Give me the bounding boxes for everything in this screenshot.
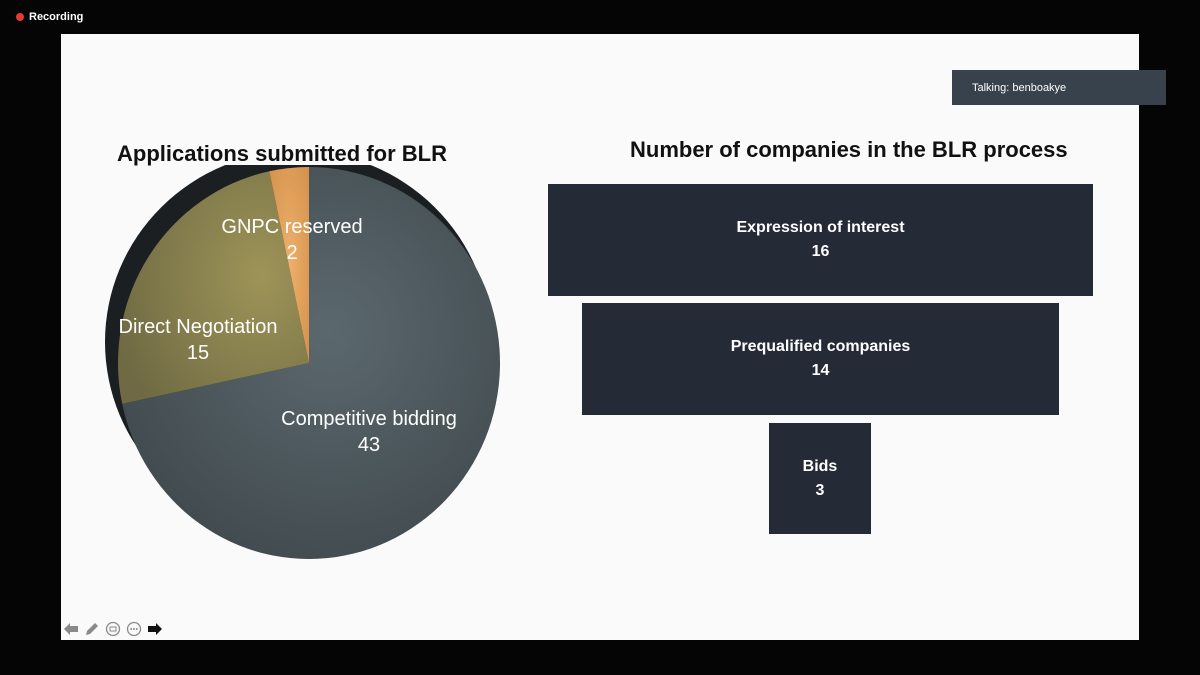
pie-slice [269, 167, 309, 363]
pie-slice-label-name: Direct Negotiation [118, 316, 278, 338]
slide-toolbar [62, 620, 164, 638]
pie-slice-label: GNPC reserved 2 [221, 214, 362, 266]
pie-slice-label-name: Competitive bidding [281, 408, 457, 430]
pie-slice-label-name: GNPC reserved [221, 216, 363, 238]
funnel-bar-value: 16 [811, 243, 830, 260]
recording-label: Recording [29, 11, 84, 23]
more-icon[interactable] [125, 620, 143, 638]
talking-indicator: Talking: benboakye [952, 70, 1166, 105]
pie-slice-label-value: 43 [357, 434, 381, 456]
funnel-bar-value: 3 [815, 481, 825, 499]
arrow-right-icon[interactable] [146, 620, 164, 638]
captions-icon[interactable] [104, 620, 122, 638]
recording-dot-icon [16, 13, 24, 21]
talking-label: Talking: benboakye [972, 81, 1067, 94]
arrow-left-icon[interactable] [62, 620, 80, 638]
funnel-bar-label: Expression of interest [736, 219, 905, 236]
recording-indicator: Recording [16, 11, 83, 23]
pie-chart [105, 165, 501, 559]
funnel-bar-label: Prequalified companies [730, 338, 911, 355]
pie-slice [122, 167, 501, 559]
pie-slice-label-value: 2 [286, 242, 298, 264]
funnel-bar: Bids 3 [769, 423, 871, 534]
funnel-bar: Expression of interest 16 [548, 184, 1093, 296]
funnel-chart-title: Number of companies in the BLR process [630, 137, 1068, 162]
pie-slice-label: Competitive bidding 43 [281, 406, 457, 458]
funnel-bar: Prequalified companies 14 [582, 303, 1059, 415]
pie-slice-label-value: 15 [186, 342, 210, 364]
pie-chart-title: Applications submitted for BLR [117, 141, 447, 166]
funnel-bar-value: 14 [811, 362, 830, 379]
pie-slice [118, 171, 310, 404]
pen-icon[interactable] [83, 620, 101, 638]
pie-slice-label: Direct Negotiation 15 [119, 314, 278, 366]
funnel-bar-label: Bids [802, 457, 838, 475]
